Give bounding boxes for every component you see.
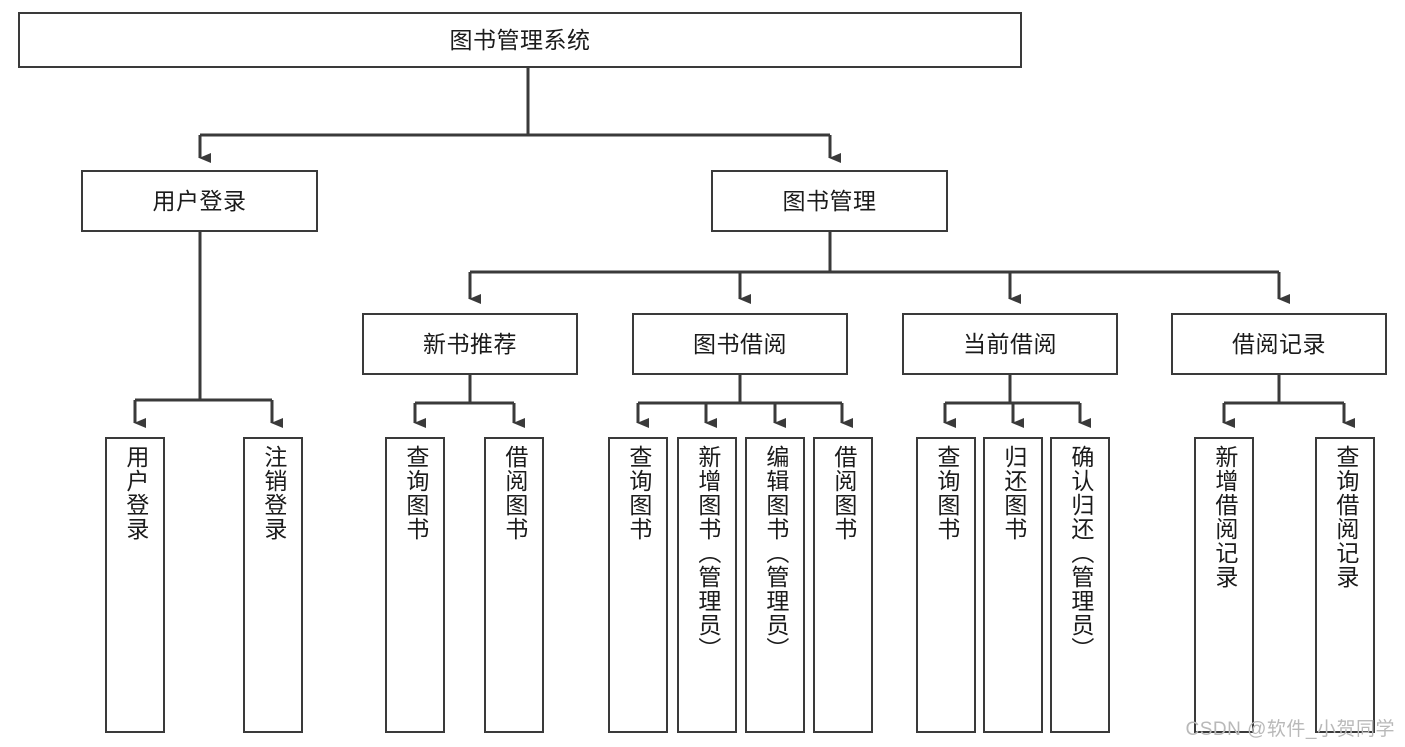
node-label: 确认归还（管理员） [1067,445,1094,661]
leaf-borrow-book[interactable]: 借阅图书 [813,437,873,733]
leaf-borrow-book-recommend[interactable]: 借阅图书 [484,437,544,733]
node-user-login[interactable]: 用户登录 [81,170,318,232]
node-label: 借阅图书 [501,445,528,541]
node-book-borrow[interactable]: 图书借阅 [632,313,848,375]
node-label: 借阅记录 [1232,330,1326,357]
watermark: CSDN @软件_小贺同学 [1185,719,1395,740]
node-label: 用户登录 [152,187,247,214]
node-label: 当前借阅 [963,330,1057,357]
node-label: 图书管理 [782,187,877,214]
node-label: 注销登录 [260,445,287,541]
node-label: 查询借阅记录 [1332,445,1359,589]
node-label: 图书借阅 [693,330,787,357]
node-borrow-record[interactable]: 借阅记录 [1171,313,1387,375]
leaf-query-borrow-record[interactable]: 查询借阅记录 [1315,437,1375,733]
node-label: 查询图书 [933,445,960,541]
node-label: 新增借阅记录 [1211,445,1238,589]
leaf-confirm-return-admin[interactable]: 确认归还（管理员） [1050,437,1110,733]
leaf-query-book-current[interactable]: 查询图书 [916,437,976,733]
leaf-edit-book-admin[interactable]: 编辑图书（管理员） [745,437,805,733]
node-label: 查询图书 [402,445,429,541]
leaf-logout[interactable]: 注销登录 [243,437,303,733]
node-label: 归还图书 [1000,445,1027,541]
node-label: 借阅图书 [830,445,857,541]
node-label: 查询图书 [625,445,652,541]
node-new-book-recommend[interactable]: 新书推荐 [362,313,578,375]
node-book-management[interactable]: 图书管理 [711,170,948,232]
node-current-borrow[interactable]: 当前借阅 [902,313,1118,375]
node-label: 图书管理系统 [449,26,591,53]
node-label: 新书推荐 [423,330,517,357]
leaf-add-book-admin[interactable]: 新增图书（管理员） [677,437,737,733]
node-label: 编辑图书（管理员） [762,445,789,661]
leaf-query-book-recommend[interactable]: 查询图书 [385,437,445,733]
leaf-query-book-borrow[interactable]: 查询图书 [608,437,668,733]
leaf-return-book[interactable]: 归还图书 [983,437,1043,733]
node-root-book-management-system[interactable]: 图书管理系统 [18,12,1022,68]
leaf-user-login[interactable]: 用户登录 [105,437,165,733]
node-label: 用户登录 [122,445,149,541]
leaf-add-borrow-record[interactable]: 新增借阅记录 [1194,437,1254,733]
node-label: 新增图书（管理员） [694,445,721,661]
